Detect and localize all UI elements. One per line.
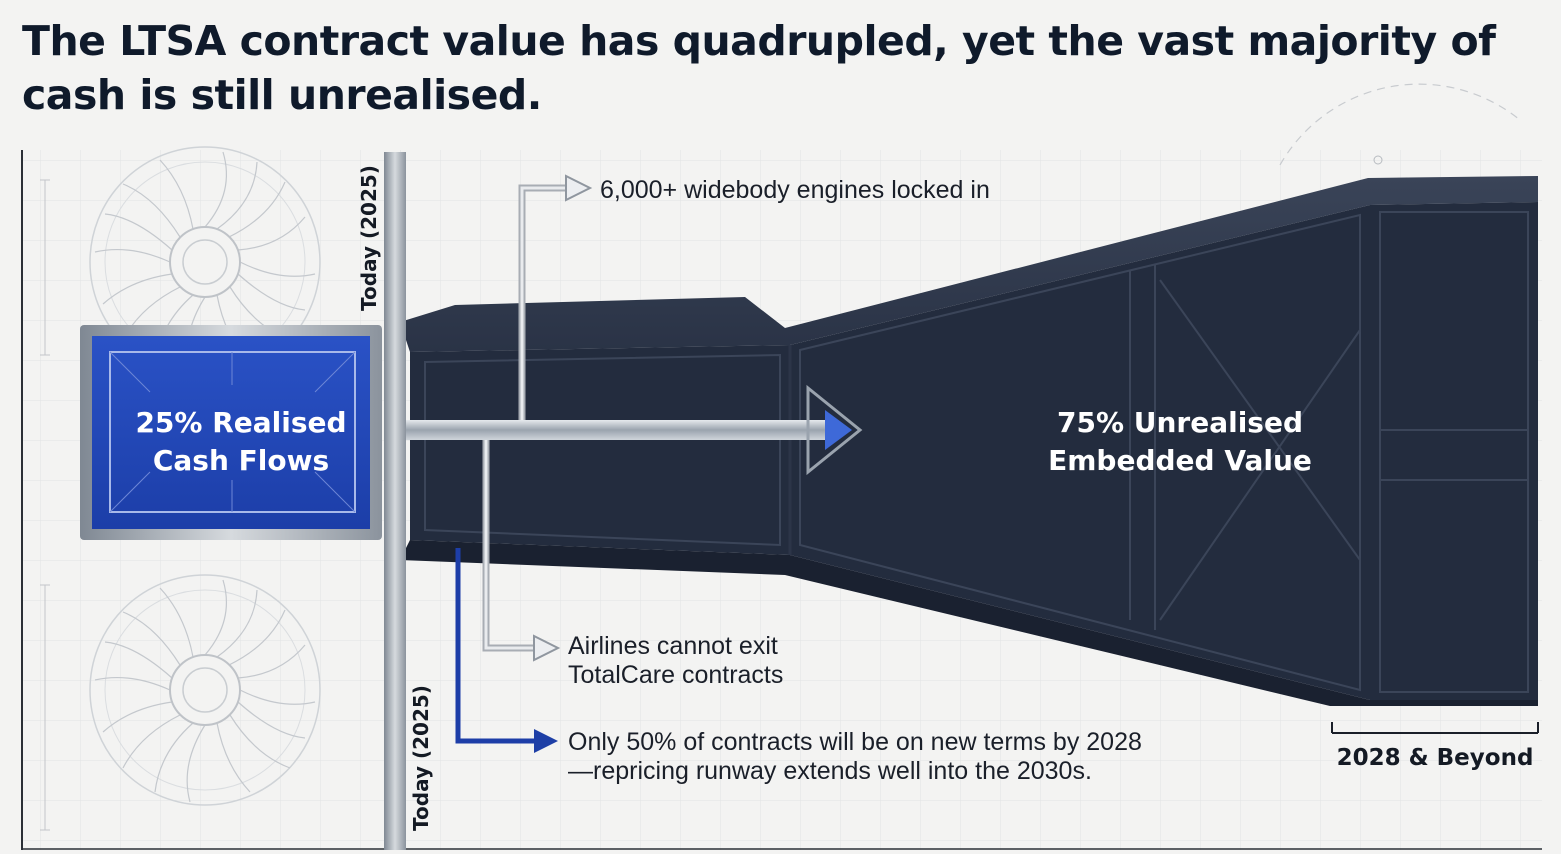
callout-exit: Airlines cannot exit TotalCare contracts <box>568 632 783 690</box>
arrow-right-icon <box>565 174 593 202</box>
turbine-fan-icon <box>89 574 321 806</box>
today-label-top: Today (2025) <box>357 165 381 311</box>
unrealised-line-1: 75% Unrealised <box>1056 406 1304 439</box>
callout-terms-line-2: —repricing runway extends well into the … <box>568 757 1092 785</box>
today-divider-pole <box>384 152 406 850</box>
arrow-right-icon <box>533 634 561 662</box>
decor-arc <box>1279 83 1521 166</box>
callout-arrow-exit <box>482 440 561 662</box>
decor-dot <box>1373 155 1383 165</box>
realised-line-1: 25% Realised <box>135 406 347 439</box>
realised-label: 25% Realised Cash Flows <box>110 404 372 480</box>
unrealised-volume <box>400 176 1538 706</box>
future-label: 2028 & Beyond <box>1336 745 1534 771</box>
dimension-ticks <box>40 179 50 831</box>
arrow-right-icon <box>534 729 558 753</box>
realised-volume <box>80 325 382 540</box>
callout-terms-line-1: Only 50% of contracts will be on new ter… <box>568 728 1142 756</box>
callout-engines: 6,000+ widebody engines locked in <box>600 176 990 204</box>
page-title: The LTSA contract value has quadrupled, … <box>22 17 1496 119</box>
unrealised-line-2: Embedded Value <box>1048 444 1312 477</box>
today-label-bottom: Today (2025) <box>409 685 433 831</box>
callout-terms: Only 50% of contracts will be on new ter… <box>568 728 1142 786</box>
flow-arrow <box>398 384 863 476</box>
unrealised-label: 75% Unrealised Embedded Value <box>1010 404 1350 480</box>
callout-arrow-engines <box>518 174 593 420</box>
future-bracket <box>1331 722 1539 734</box>
callout-exit-line-1: Airlines cannot exit <box>568 632 778 660</box>
callout-exit-line-2: TotalCare contracts <box>568 661 784 689</box>
callout-arrow-terms <box>455 548 558 753</box>
realised-line-2: Cash Flows <box>152 444 330 477</box>
